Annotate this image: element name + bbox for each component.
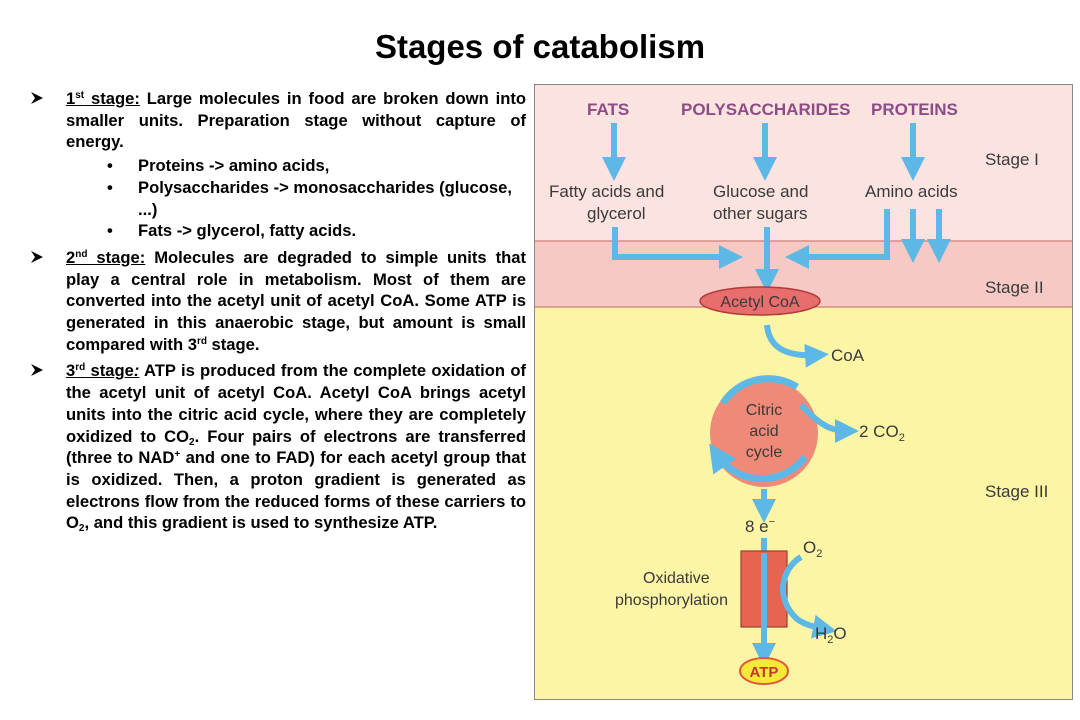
bullet-item: • Fats -> glycerol, fatty acids. (107, 220, 526, 242)
stage2-body-end: stage. (206, 334, 260, 354)
stage1-heading-rest: stage: (84, 89, 140, 108)
arrow-bullet-icon (30, 363, 44, 377)
cycle-top-arc (720, 375, 799, 406)
stage2-paragraph: 2nd stage: Molecules are degraded to sim… (30, 247, 526, 356)
cycle-bottom-arc (709, 443, 808, 483)
amino-acids-label: Amino acids (865, 182, 958, 201)
bullet-dot-icon: • (107, 156, 113, 176)
o2-to-h2o-arrow (780, 554, 837, 639)
stage2-body: Molecules are degraded to simple units t… (66, 247, 527, 354)
stage3-heading-sup: rd (75, 362, 86, 374)
oxidative-label-2: phosphorylation (615, 592, 728, 609)
citric-label-3: cycle (746, 444, 783, 461)
electrons-label-sup: − (769, 516, 775, 528)
amino-to-acetyl-arrow (785, 209, 890, 269)
co2-arrow (798, 402, 859, 443)
bullet-text: Polysaccharides -> monosaccharides (gluc… (138, 177, 512, 219)
bullet-text: Fats -> glycerol, fatty acids. (138, 221, 357, 241)
electrons-label-text: 8 e (745, 517, 769, 536)
stage3-heading-colon: : (133, 361, 140, 381)
stage1-paragraph: 1st stage: Large molecules in food are b… (30, 88, 526, 242)
arrow-bullet-icon (30, 91, 44, 105)
stage1-heading-sup: st (75, 90, 85, 101)
stage3-heading-num: 3 (66, 361, 76, 381)
glucose-label-2: other sugars (713, 204, 808, 223)
co2-label: 2 CO2 (859, 422, 905, 444)
atp-label: ATP (750, 664, 779, 681)
citric-label-1: Citric (746, 402, 782, 419)
h2o-label-h: H (815, 624, 827, 643)
h2o-label-sub: 2 (827, 634, 833, 646)
stage3-body-c: and one to FAD) for each acetyl group th… (66, 448, 527, 533)
bullet-dot-icon: • (107, 221, 113, 241)
stage3-heading: 3rd stage: (66, 361, 139, 380)
stage-3-label: Stage III (985, 482, 1048, 501)
stage3-sub-a: 2 (189, 436, 195, 448)
proteins-label: PROTEINS (871, 100, 958, 119)
stage2-body-sup: rd (196, 335, 207, 347)
stage-2-label: Stage II (985, 278, 1044, 297)
fatty-acids-label-1: Fatty acids and (549, 182, 664, 201)
atp-ellipse (739, 657, 789, 685)
fats-label: FATS (587, 100, 629, 119)
stage3-body-a: ATP is produced from the complete oxidat… (66, 361, 526, 446)
arrow-bullet-icon (30, 250, 44, 264)
coa-arrow (764, 324, 829, 368)
stage2-heading-sup: nd (75, 248, 88, 260)
o2-label-text: O (803, 538, 816, 557)
bullet-item: • Polysaccharides -> monosaccharides (glu… (107, 177, 526, 220)
stage2-heading-num: 2 (66, 247, 76, 267)
stage2-heading: 2nd stage: (66, 248, 145, 267)
stage3-sup-b: + (174, 449, 181, 461)
stage3-heading-rest: stage (85, 361, 134, 381)
fatty-acids-label-2: glycerol (587, 204, 646, 223)
stages-text: 1st stage: Large molecules in food are b… (30, 88, 526, 539)
stage2-heading-rest: stage: (87, 247, 146, 267)
glucose-label-1: Glucose and (713, 182, 808, 201)
citric-label-2: acid (749, 423, 778, 440)
catabolism-diagram: FATS POLYSACCHARIDES PROTEINS Fatty acid… (534, 84, 1073, 700)
stage3-sub-c: 2 (78, 523, 85, 535)
bullet-dot-icon: • (107, 177, 113, 197)
coa-label: CoA (831, 346, 865, 365)
stage1-body: Large molecules in food are broken down … (66, 89, 527, 152)
electrons-label: 8 e− (745, 516, 775, 536)
stage3-body-b: . Four pairs of electrons are transferre… (66, 426, 526, 468)
stage3-band (535, 307, 1072, 699)
o2-label-sub: 2 (816, 548, 822, 560)
acetyl-coa-ellipse (699, 286, 821, 316)
stage-1-label: Stage I (985, 150, 1039, 169)
h2o-label: H2O (815, 624, 847, 646)
acetyl-coa-label: Acetyl CoA (720, 294, 799, 311)
stage1-bullets: • Proteins -> amino acids, • Polysaccharid… (66, 155, 526, 242)
stage1-heading-num: 1 (66, 89, 76, 108)
h2o-label-o: O (833, 624, 846, 643)
bullet-item: • Proteins -> amino acids, (107, 155, 526, 177)
co2-label-text: 2 CO (859, 422, 899, 441)
co2-label-sub: 2 (899, 432, 905, 444)
citric-acid-cycle-circle (710, 379, 818, 487)
oxidative-label-1: Oxidative (643, 570, 710, 587)
bullet-text: Proteins -> amino acids, (138, 156, 330, 176)
stage3-body-d: , and this gradient is used to synthesiz… (84, 513, 438, 533)
polysaccharides-label: POLYSACCHARIDES (681, 100, 850, 119)
fatty-acids-to-acetyl-arrow (612, 227, 743, 269)
o2-label: O2 (803, 538, 822, 560)
stage1-heading: 1st stage: (66, 89, 140, 108)
stage3-paragraph: 3rd stage: ATP is produced from the comp… (30, 360, 526, 534)
slide-title: Stages of catabolism (374, 28, 706, 65)
